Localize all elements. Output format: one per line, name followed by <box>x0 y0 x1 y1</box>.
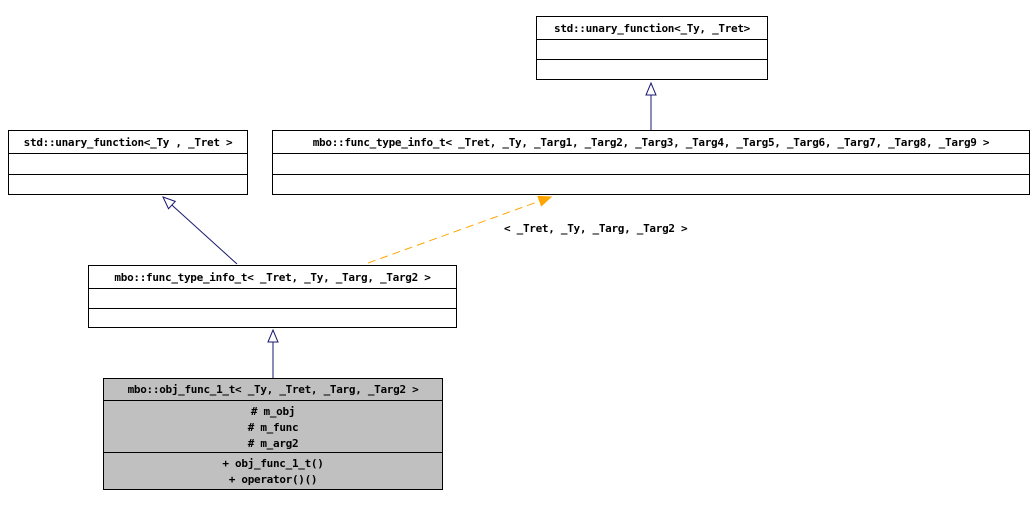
class-node-std-unary-function-top[interactable]: std::unary_function<_Ty, _Tret> <box>536 16 768 80</box>
methods-compartment <box>273 173 1029 195</box>
class-node-func-type-info-short[interactable]: mbo::func_type_info_t< _Tret, _Ty, _Targ… <box>88 265 457 328</box>
attribute-m-obj: # m_obj <box>250 405 296 419</box>
methods-compartment <box>9 173 247 195</box>
class-title: mbo::obj_func_1_t< _Ty, _Tret, _Targ, _T… <box>127 383 419 397</box>
methods-compartment: + obj_func_1_t() + operator()() <box>104 452 442 489</box>
method-constructor: + obj_func_1_t() <box>222 457 324 471</box>
class-title: mbo::func_type_info_t< _Tret, _Ty, _Targ… <box>312 135 990 149</box>
attribute-m-arg2: # m_arg2 <box>247 437 299 451</box>
edge-inheritance-functypeinfo-short-to-stdunary-left <box>163 197 238 265</box>
attributes-compartment <box>273 153 1029 174</box>
attributes-compartment <box>9 153 247 174</box>
class-title: std::unary_function<_Ty , _Tret > <box>23 135 233 149</box>
attributes-compartment <box>537 39 767 59</box>
class-node-std-unary-function-left[interactable]: std::unary_function<_Ty , _Tret > <box>8 130 248 195</box>
attribute-m-func: # m_func <box>247 421 299 435</box>
class-node-func-type-info-full[interactable]: mbo::func_type_info_t< _Tret, _Ty, _Targ… <box>272 130 1030 195</box>
attributes-compartment: # m_obj # m_func # m_arg2 <box>104 400 442 452</box>
template-edge-label: < _Tret, _Ty, _Targ, _Targ2 > <box>504 222 688 235</box>
class-title: mbo::func_type_info_t< _Tret, _Ty, _Targ… <box>114 270 431 284</box>
class-title: std::unary_function<_Ty, _Tret> <box>554 21 750 35</box>
method-operator-call: + operator()() <box>228 473 318 487</box>
methods-compartment <box>537 59 767 79</box>
class-node-obj-func-1-t: mbo::obj_func_1_t< _Ty, _Tret, _Targ, _T… <box>103 378 443 490</box>
methods-compartment <box>89 307 456 328</box>
attributes-compartment <box>89 288 456 308</box>
